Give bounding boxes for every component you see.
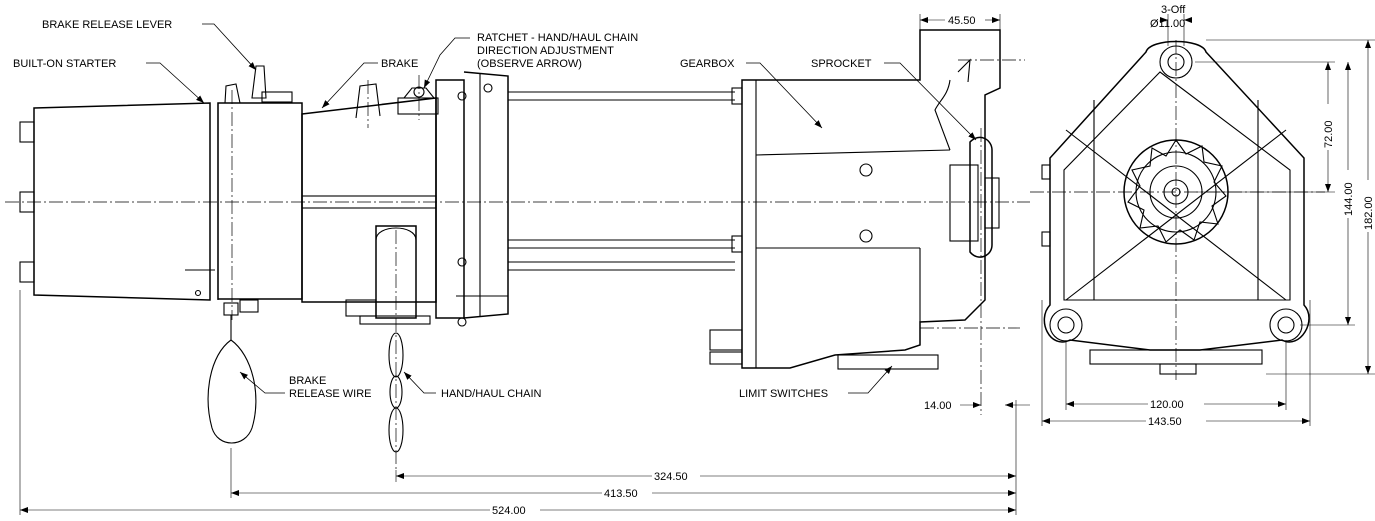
dim-324-50: 324.50 (654, 471, 688, 483)
tie-rods (508, 87, 743, 271)
label-ratchet-line3: (OBSERVE ARROW) (477, 58, 582, 70)
label-brake-release-wire-1: BRAKE (289, 375, 326, 387)
label-ratchet-line2: DIRECTION ADJUSTMENT (477, 45, 614, 57)
brake-release-lever (224, 65, 293, 104)
motor-body (19, 90, 303, 320)
sprocket-side (949, 128, 1000, 415)
label-brake: BRAKE (381, 58, 418, 70)
label-brake-release-lever: BRAKE RELEASE LEVER (42, 19, 172, 31)
dim-144-00: 144.00 (1343, 182, 1355, 216)
label-built-on-starter: BUILT-ON STARTER (13, 58, 116, 70)
label-holes-diameter: Ø11.00 (1150, 18, 1185, 30)
label-brake-release-wire-2: RELEASE WIRE (289, 388, 372, 400)
label-limit-switches: LIMIT SWITCHES (739, 388, 828, 400)
end-view (1030, 40, 1325, 380)
label-sprocket: SPROCKET (811, 58, 872, 70)
label-hand-haul-chain: HAND/HAUL CHAIN (441, 388, 541, 400)
dim-14-00: 14.00 (924, 400, 952, 412)
dim-143-50: 143.50 (1148, 416, 1182, 428)
label-gearbox: GEARBOX (680, 58, 735, 70)
dimension-lines (19, 14, 1375, 515)
label-ratchet-line1: RATCHET - HAND/HAUL CHAIN (477, 32, 638, 44)
dim-45-50: 45.50 (948, 15, 976, 27)
dim-182-00: 182.00 (1363, 196, 1375, 230)
ratchet-adjuster (397, 75, 439, 120)
label-holes-count: 3-Off (1161, 4, 1186, 16)
flange-plate (435, 71, 509, 327)
dim-524-00: 524.00 (492, 505, 526, 517)
leader-lines (146, 23, 977, 394)
dim-120-00: 120.00 (1150, 399, 1184, 411)
hand-chain-guide (239, 225, 431, 470)
dim-413-50: 413.50 (604, 488, 638, 500)
callout-labels: BRAKE RELEASE LEVER BUILT-ON STARTER BRA… (13, 4, 1186, 400)
dimension-values: 45.50 14.00 324.50 413.50 524.00 72.00 1… (492, 15, 1375, 517)
gearbox-body (709, 29, 1025, 370)
brake-release-wire (207, 302, 257, 444)
side-view (5, 29, 1030, 470)
dim-72-00: 72.00 (1323, 120, 1335, 148)
